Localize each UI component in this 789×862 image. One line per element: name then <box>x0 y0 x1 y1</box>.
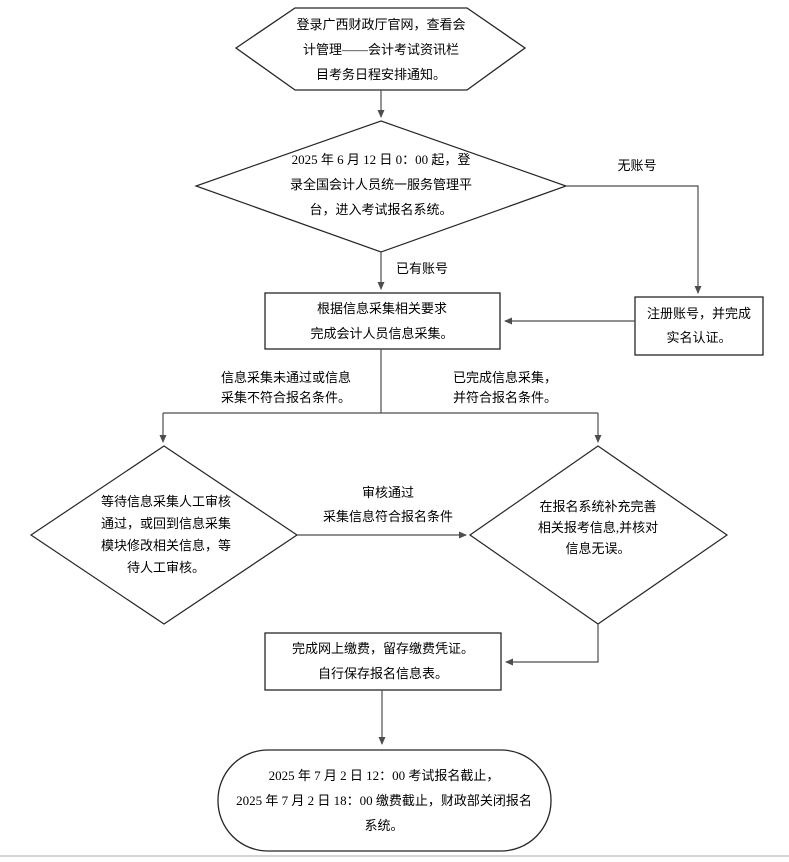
edge-label-no-account: 无账号 <box>617 156 656 176</box>
register-box-text: 注册账号，并完成 实名认证。 <box>647 302 751 350</box>
text-line: 审核通过 <box>361 485 415 500</box>
text-line: 信息采集未通过或信息 <box>220 370 352 385</box>
text-line: 录全国会计人员统一服务管理平 <box>289 177 473 192</box>
text-line: 并符合报名条件。 <box>452 390 558 405</box>
manual-review-diamond-shape <box>29 445 299 625</box>
text-line: 自行保存报名信息表。 <box>317 666 449 681</box>
text-line: 无账号 <box>617 158 657 173</box>
text-line: 采集不符合报名条件。 <box>220 390 352 405</box>
text-line: 实名认证。 <box>666 330 732 345</box>
text-line: 相关报考信息,并核对 <box>537 520 659 535</box>
payment-box-text: 完成网上缴费，留存缴费凭证。 自行保存报名信息表。 <box>292 636 474 686</box>
edge-label-collection-failed: 信息采集未通过或信息 采集不符合报名条件。 <box>221 368 351 408</box>
payment-box-shape <box>264 632 502 691</box>
manual-review-diamond-text: 等待信息采集人工审核 通过，或回到信息采集 模块修改相关信息，等 待人工审核。 <box>101 491 231 579</box>
text-line: 模块修改相关信息，等 <box>100 538 232 553</box>
text-line: 2025 年 7 月 2 日 12：00 考试报名截止， <box>268 768 500 783</box>
start-node-text: 登录广西财政厅官网，查看会 计管理——会计考试资讯栏 目考务日程安排通知。 <box>296 12 465 87</box>
supplement-diamond-text: 在报名系统补充完善 相关报考信息,并核对 信息无误。 <box>538 496 658 559</box>
text-line: 2025 年 6 月 12 日 0：00 起，登 <box>291 152 471 167</box>
text-line: 已完成信息采集， <box>452 370 558 385</box>
text-line: 完成网上缴费，留存缴费凭证。 <box>291 641 475 656</box>
text-line: 在报名系统补充完善 <box>539 499 657 514</box>
login-decision-text: 2025 年 6 月 12 日 0：00 起，登 录全国会计人员统一服务管理平 … <box>290 147 472 222</box>
text-line: 采集信息符合报名条件 <box>322 509 454 524</box>
end-stadium-text: 2025 年 7 月 2 日 12：00 考试报名截止， 2025 年 7 月 … <box>236 763 532 838</box>
connector-no-account-to-register <box>566 185 702 294</box>
text-line: 根据信息采集相关要求 <box>316 301 448 316</box>
text-line: 等待信息采集人工审核 <box>100 494 232 509</box>
collection-box-text: 根据信息采集相关要求 完成会计人员信息采集。 <box>310 296 453 346</box>
text-line: 登录广西财政厅官网，查看会 <box>296 17 466 32</box>
start-hexagon-shape <box>234 7 527 91</box>
end-stadium-shape <box>217 749 552 852</box>
register-box-shape <box>634 296 764 356</box>
text-line: 系统。 <box>364 818 404 833</box>
text-line: 通过，或回到信息采集 <box>100 516 232 531</box>
connector-collection-split <box>163 349 598 414</box>
text-line: 待人工审核。 <box>126 560 206 575</box>
edge-label-has-account: 已有账号 <box>396 259 448 279</box>
text-line: 信息无误。 <box>565 541 631 556</box>
text-line: 已有账号 <box>395 261 449 276</box>
text-line: 台，进入考试报名系统。 <box>309 202 453 217</box>
text-line: 注册账号，并完成 <box>646 306 752 321</box>
collection-box-shape <box>264 292 501 350</box>
text-line: 2025 年 7 月 2 日 18：00 缴费截止，财政部关闭报名 <box>236 793 532 808</box>
text-line: 完成会计人员信息采集。 <box>310 326 454 341</box>
text-line: 计管理——会计考试资讯栏 <box>302 42 460 57</box>
edge-label-collection-done: 已完成信息采集， 并符合报名条件。 <box>453 368 557 408</box>
text-line: 目考务日程安排通知。 <box>315 67 447 82</box>
connector-supplement-to-payment <box>505 624 599 666</box>
edge-label-review-passed: 审核通过 采集信息符合报名条件 <box>323 481 453 529</box>
